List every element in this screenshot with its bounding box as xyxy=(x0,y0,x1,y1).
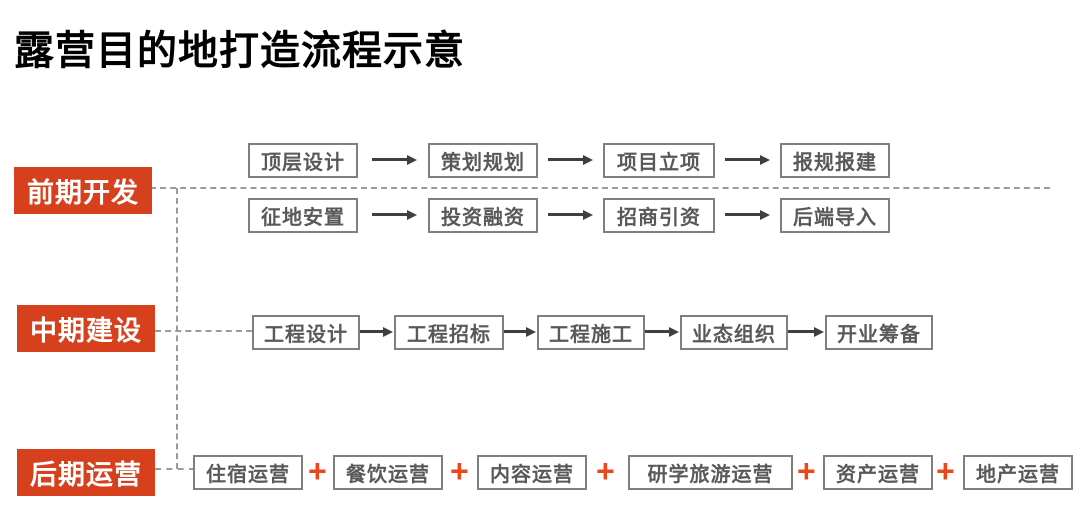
phase-label-late-operation: 后期运营 xyxy=(17,449,155,496)
plus-separator: + xyxy=(596,453,615,489)
dashed-connector-horizontal-phase2 xyxy=(155,330,252,332)
process-step-box: 策划规划 xyxy=(428,143,538,178)
process-step-box: 顶层设计 xyxy=(248,143,358,178)
arrow-right-icon xyxy=(645,330,670,333)
process-step-box: 招商引资 xyxy=(603,198,715,233)
process-step-box: 工程招标 xyxy=(394,315,504,350)
plus-separator: + xyxy=(308,453,327,489)
process-step-box: 研学旅游运营 xyxy=(628,455,793,490)
arrow-right-icon xyxy=(372,213,408,216)
process-step-box: 工程施工 xyxy=(537,315,645,350)
page-title: 露营目的地打造流程示意 xyxy=(14,29,465,73)
phase-label-mid-construction: 中期建设 xyxy=(17,305,155,352)
process-step-box: 业态组织 xyxy=(680,315,788,350)
dashed-connector-vertical xyxy=(176,188,178,469)
process-step-box: 住宿运营 xyxy=(193,455,303,490)
process-step-box: 资产运营 xyxy=(823,455,933,490)
arrow-right-icon xyxy=(725,213,761,216)
dashed-connector-horizontal-phase3 xyxy=(155,468,195,470)
arrow-right-icon xyxy=(548,158,584,161)
process-step-box: 项目立项 xyxy=(603,143,715,178)
arrow-right-icon xyxy=(725,158,761,161)
process-step-box: 工程设计 xyxy=(252,315,360,350)
process-step-box: 内容运营 xyxy=(477,455,587,490)
plus-separator: + xyxy=(936,453,955,489)
arrow-right-icon xyxy=(788,330,815,333)
arrow-right-icon xyxy=(372,158,408,161)
process-step-box: 地产运营 xyxy=(963,455,1073,490)
arrow-right-icon xyxy=(548,213,584,216)
phase-label-early-development: 前期开发 xyxy=(14,167,152,214)
plus-separator: + xyxy=(450,453,469,489)
dashed-connector-horizontal-phase1 xyxy=(150,187,1050,189)
process-step-box: 餐饮运营 xyxy=(333,455,443,490)
process-step-box: 报规报建 xyxy=(780,143,890,178)
arrow-right-icon xyxy=(504,330,527,333)
arrow-right-icon xyxy=(360,330,384,333)
process-step-box: 后端导入 xyxy=(780,198,890,233)
process-step-box: 投资融资 xyxy=(428,198,538,233)
plus-separator: + xyxy=(797,453,816,489)
process-step-box: 开业筹备 xyxy=(825,315,933,350)
process-step-box: 征地安置 xyxy=(248,198,358,233)
